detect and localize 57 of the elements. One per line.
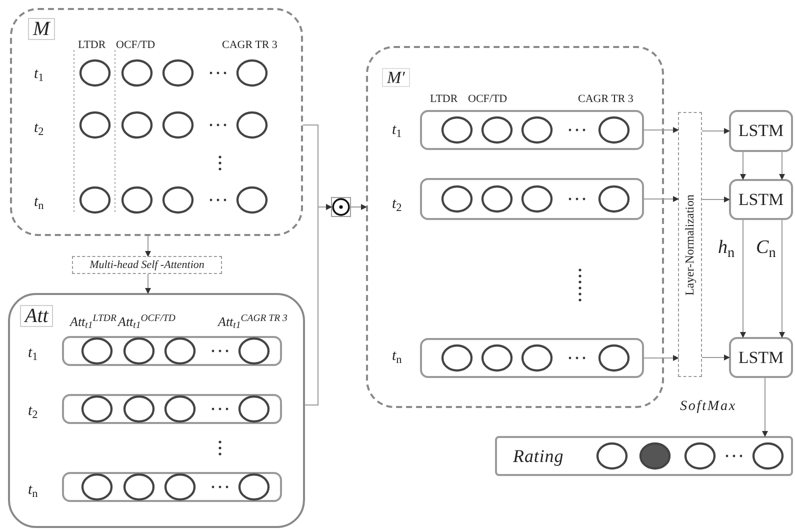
arrow [145,236,151,257]
row-box [62,336,282,366]
row-label: t$_{n}$ [28,482,38,498]
attention-panel [8,293,305,528]
edge-label: C$_{n}$ [756,237,776,258]
row-box [420,338,644,378]
arrow [740,220,746,338]
row-box [420,110,644,150]
column-header: OCF/TD [116,39,156,51]
product-operator-circle [331,197,351,217]
arrow [702,128,730,134]
node-label: Rating [513,444,564,468]
arrow [779,220,785,338]
node-label: LSTM [738,346,784,369]
node-label: LSTM [738,188,784,211]
rating-bar [495,436,793,476]
row-label: t$_{1}$ [28,345,38,361]
column-header: CAGR TR 3 [222,39,278,51]
row-box [62,394,282,424]
node-label: Att [20,305,54,327]
arrow [644,355,679,361]
column-header: LTDR [78,39,106,51]
row-box [420,178,644,220]
row-label: t$_{n}$ [392,348,402,364]
arrow [740,152,746,180]
column-header: LTDR [430,93,458,105]
node-label: M′ [382,68,410,87]
lstm-box [729,110,793,152]
arrow [644,196,679,202]
edge-label: SoftMax [680,399,736,414]
node-label: LSTM [738,120,784,142]
normalization-bar [678,112,702,377]
arrow [350,204,367,210]
arrow [779,152,785,180]
arrow [304,204,332,406]
column-header: CAGR TR 3 [578,93,634,105]
edge-label: h$_{n}$ [718,237,735,258]
row-label: t$_{2}$ [28,403,38,419]
row-label: t$_{2}$ [392,196,402,212]
arrow [145,274,151,294]
matrix-panel [366,46,664,408]
attention-box [72,256,222,274]
node-label: Layer-Normalization [682,194,698,296]
node-label: M [28,18,55,40]
arrow [762,378,768,437]
lstm-box [729,179,793,220]
arrow [644,127,679,133]
row-label: t$_{n}$ [34,194,44,210]
row-label: t$_{1}$ [392,122,402,138]
arrow [702,196,730,202]
column-header: OCF/TD [468,93,508,105]
row-label: t$_{2}$ [34,120,44,136]
arrow [702,354,730,360]
row-box [62,472,282,502]
row-label: t$_{1}$ [34,66,44,82]
node-label: Multi-head Self -Attention [90,258,204,273]
lstm-box [729,337,793,378]
